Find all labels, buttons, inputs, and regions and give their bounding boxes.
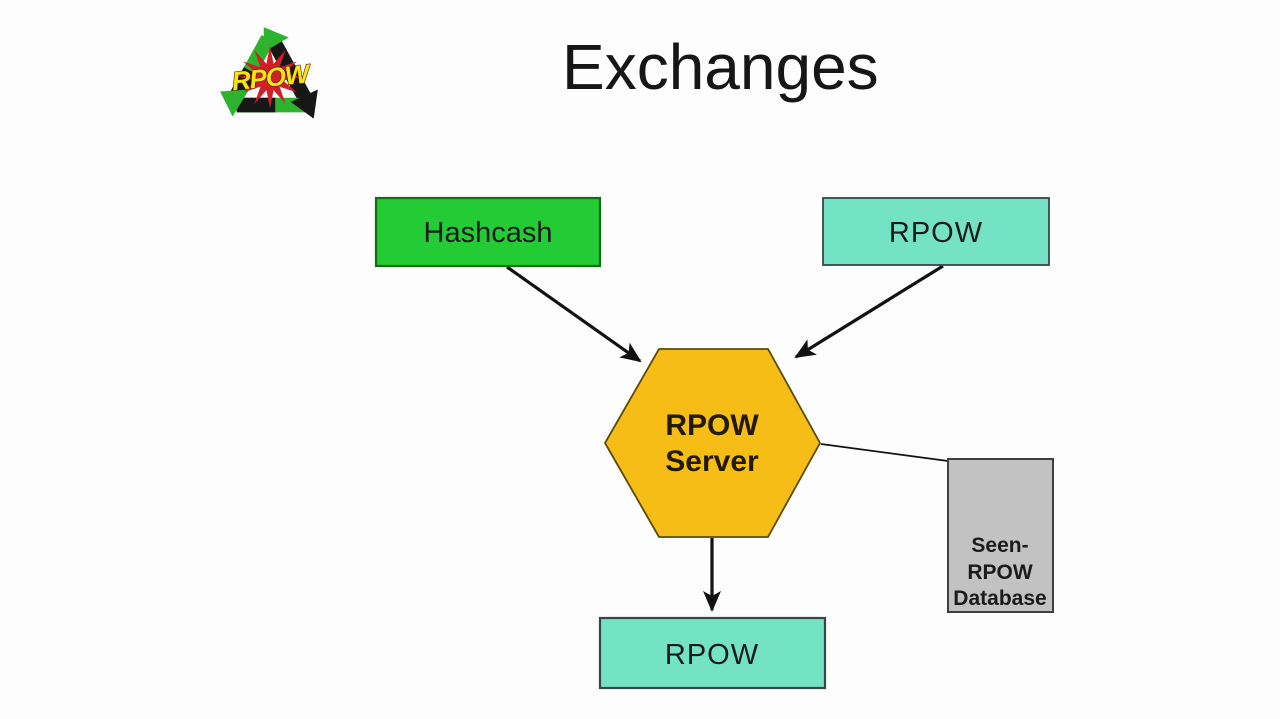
server-label-line2: Server	[665, 445, 759, 478]
starburst-icon	[238, 45, 302, 109]
database-label-line1: Seen-	[971, 534, 1028, 557]
hashcash-box	[374, 196, 602, 268]
rpow-logo-graphic: RPOW	[220, 27, 318, 119]
rpow-bottom-box	[598, 616, 827, 690]
connectors	[506, 264, 949, 612]
edge-rpow-top-to-server	[794, 264, 944, 359]
node-seen-rpow-database: Seen- RPOW Database	[947, 458, 1054, 613]
edge-server-to-database	[820, 443, 949, 462]
database-box	[947, 458, 1054, 613]
node-rpow-bottom: RPOW	[598, 616, 827, 690]
recycle-arrows-icon	[220, 27, 318, 119]
rpow-top-box	[822, 197, 1050, 266]
edge-hashcash-to-server	[506, 265, 642, 363]
hashcash-label: Hashcash	[424, 217, 553, 249]
node-hashcash: Hashcash	[374, 196, 602, 268]
node-rpow-top: RPOW	[822, 197, 1050, 266]
slide-title: Exchanges	[562, 31, 879, 103]
node-rpow-server: RPOW Server	[603, 348, 822, 538]
server-hexagon	[603, 348, 822, 538]
rpow-top-label: RPOW	[889, 217, 983, 249]
rpow-bottom-label: RPOW	[665, 639, 759, 671]
rpow-logo: RPOW	[218, 24, 322, 130]
database-label-line2: RPOW	[967, 561, 1033, 584]
server-label-line1: RPOW	[665, 409, 759, 442]
database-label-line3: Database	[953, 587, 1046, 610]
